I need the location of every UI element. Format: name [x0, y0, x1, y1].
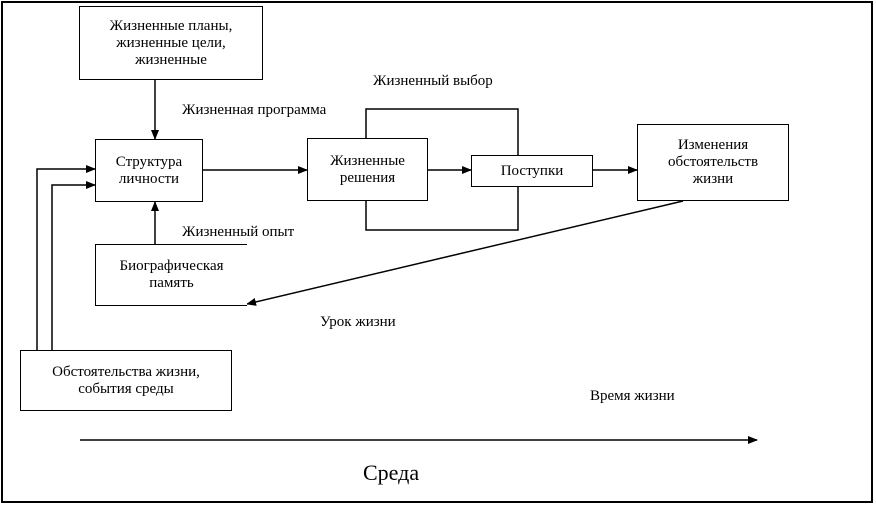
biographical-memory-box: Биографическая память — [95, 244, 247, 306]
environment-label: Среда — [363, 460, 420, 485]
life-time-label: Время жизни — [590, 388, 675, 404]
life-program-label: Жизненная программа — [182, 102, 327, 118]
personality-structure-box: Структура личности — [95, 139, 203, 202]
life-decisions-box: Жизненные решения — [307, 138, 428, 201]
life-choice-loop-bottom — [365, 187, 519, 231]
arrow-circumstances-to-personality-1 — [36, 165, 96, 350]
life-experience-label: Жизненный опыт — [182, 224, 295, 240]
life-plans-box: Жизненные планы, жизненные цели, жизненн… — [79, 6, 263, 80]
life-lesson-label: Урок жизни — [320, 314, 396, 330]
life-circumstances-box: Обстоятельства жизни, события среды — [20, 350, 232, 411]
life-choice-loop-top — [365, 108, 519, 155]
arrow-changes-to-memory — [246, 200, 684, 306]
life-choice-label: Жизненный выбор — [373, 73, 493, 89]
actions-box: Поступки — [471, 155, 593, 187]
arrow-circumstances-to-personality-2 — [51, 181, 96, 350]
life-changes-box: Изменения обстоятельств жизни — [637, 124, 789, 201]
